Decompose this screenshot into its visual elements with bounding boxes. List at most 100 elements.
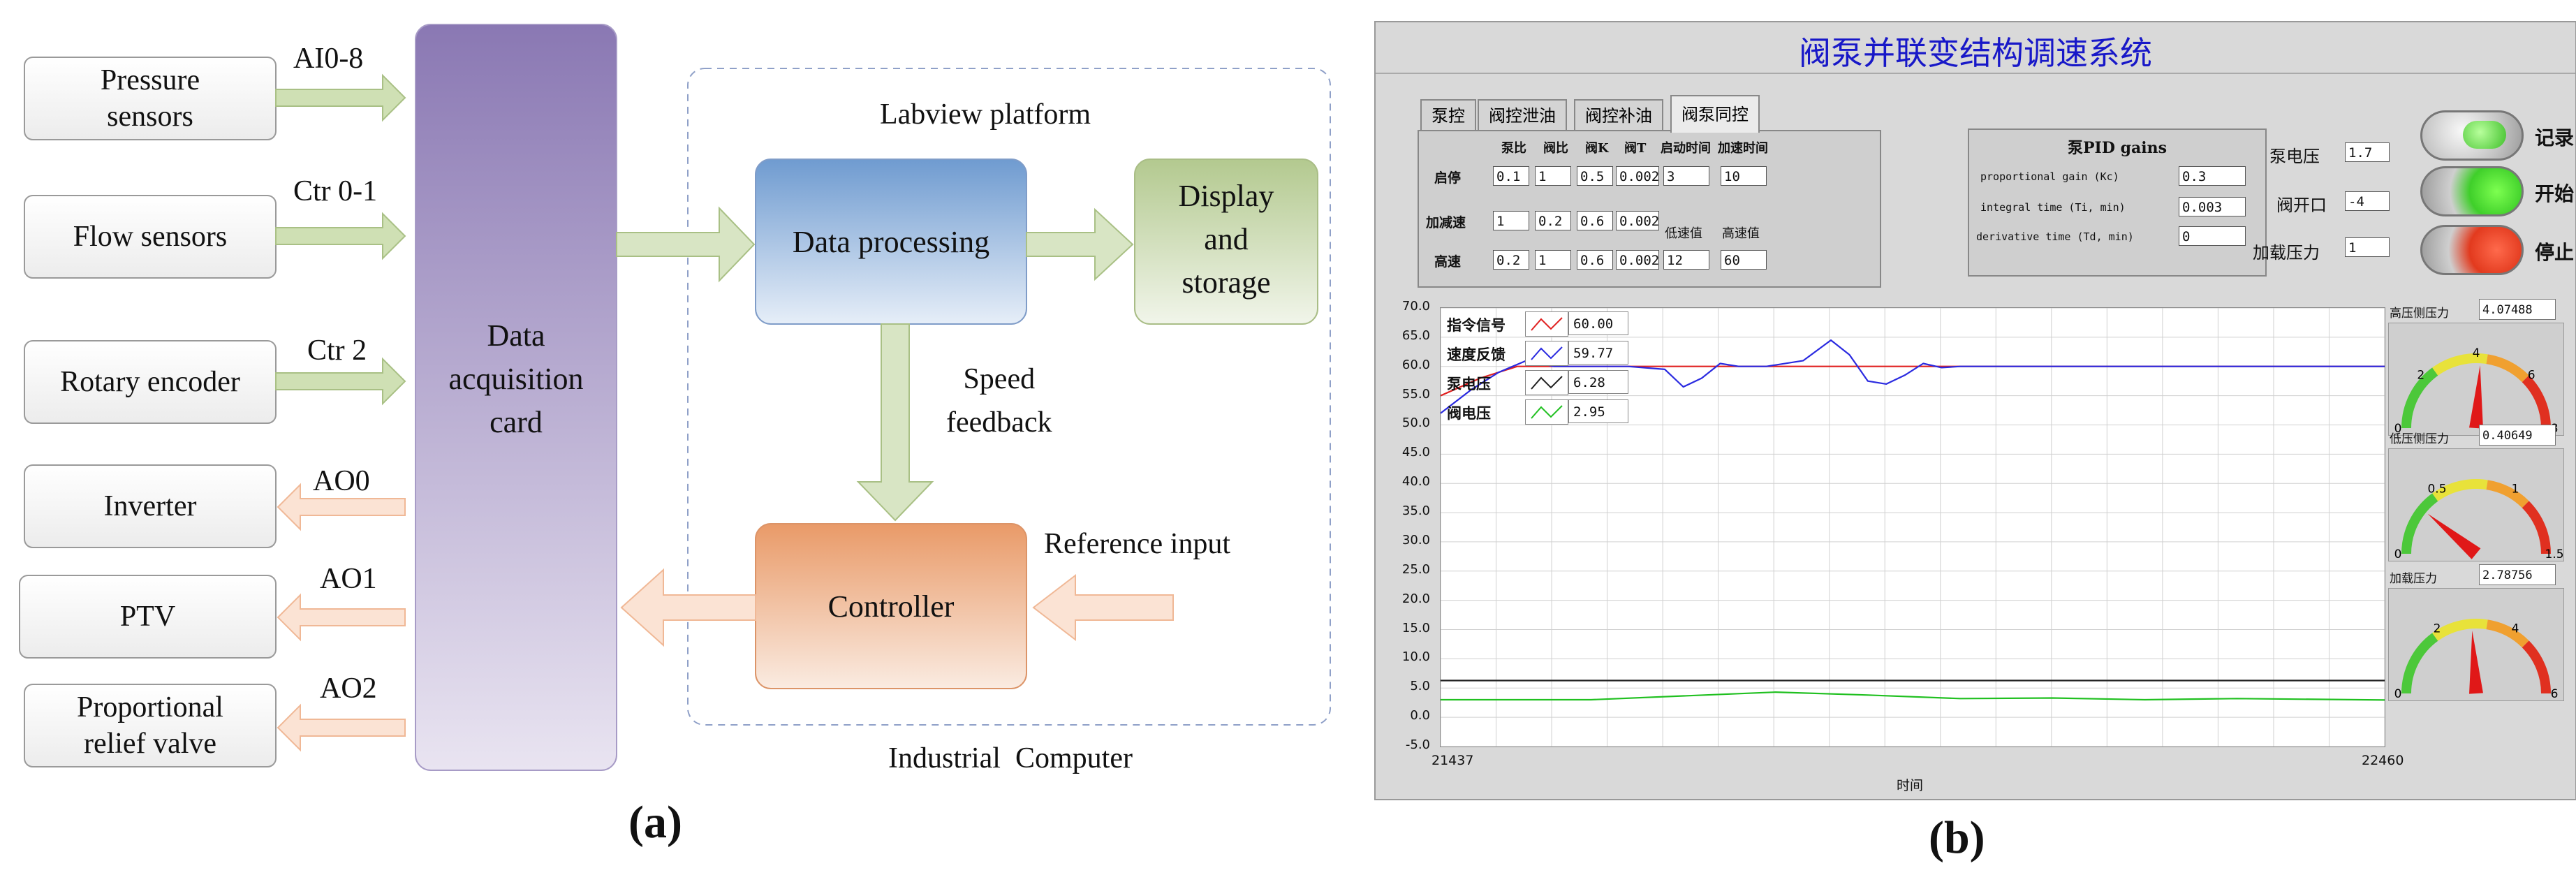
- y-tick-label: 20.0: [1401, 591, 1430, 606]
- table-header: 阀比: [1543, 141, 1568, 156]
- table-cell[interactable]: 0.002: [1616, 166, 1659, 186]
- gauge-arc: [2486, 480, 2529, 508]
- legend-line-icon: [1531, 346, 1563, 360]
- y-tick-label: 55.0: [1401, 386, 1430, 402]
- gauge-needle: [2469, 631, 2483, 694]
- table-cell[interactable]: 60: [1721, 250, 1767, 270]
- pump-voltage-field[interactable]: 1.7: [2345, 142, 2390, 162]
- gauge-arc: [2401, 633, 2438, 694]
- gauge-arc: [2522, 501, 2551, 554]
- y-tick-label: 65.0: [1401, 328, 1430, 343]
- ptv-box: [19, 575, 277, 659]
- tab-valve-fill[interactable]: 阀控补油: [1574, 99, 1663, 131]
- gauge-arc: [2522, 640, 2551, 694]
- ptv-label: PTV: [119, 601, 176, 633]
- pid-field-td[interactable]: 0: [2179, 226, 2246, 246]
- signal-ctr2: Ctr 2: [307, 335, 367, 367]
- legend-swatch: [1525, 399, 1568, 425]
- gauge-arc: [2432, 619, 2488, 641]
- table-cell[interactable]: 10: [1721, 166, 1767, 186]
- proportional-relief-valve-box: [24, 684, 277, 767]
- gauge-tick-label: 0: [2394, 547, 2402, 561]
- table-cell[interactable]: 0.2: [1535, 211, 1571, 230]
- display-storage-box: [1134, 159, 1318, 325]
- gauge-arc: [2486, 619, 2529, 648]
- y-tick-label: 0.0: [1410, 708, 1430, 723]
- y-tick-label: 60.0: [1401, 357, 1430, 372]
- valve-opening-field[interactable]: -4: [2345, 191, 2390, 211]
- processing-to-display-arrow: [1026, 207, 1134, 281]
- actuator-arrows: [277, 483, 406, 752]
- gauge-needle: [2469, 365, 2483, 429]
- signal-ai0-8: AI0-8: [293, 43, 364, 75]
- gauge-tick-label: 6: [2528, 369, 2535, 383]
- table-cell[interactable]: 0.2: [1493, 250, 1529, 270]
- pid-label-td: derivative time (Td, min): [1976, 230, 2134, 243]
- table-header: 阀K: [1585, 141, 1609, 156]
- gauge-value: 2.78756: [2479, 564, 2556, 585]
- daq-to-processing-arrow: [616, 206, 756, 283]
- table-cell[interactable]: 1: [1493, 211, 1529, 230]
- gauge-tick-label: 0.5: [2427, 482, 2446, 496]
- table-cell[interactable]: 0.6: [1577, 211, 1613, 230]
- tab-valve-pump-control[interactable]: 阀泵同控: [1670, 95, 1760, 133]
- legend-swatch: [1525, 370, 1568, 395]
- signal-ctr0-1: Ctr 0-1: [293, 175, 378, 207]
- daq-card-label: Data acquisition card: [448, 318, 584, 439]
- legend-line-icon: [1531, 405, 1563, 419]
- gauge-arc: [2401, 367, 2438, 429]
- record-label: 记录: [2535, 126, 2575, 149]
- table-header: 加速时间: [1718, 141, 1768, 156]
- table-cell[interactable]: 1: [1535, 250, 1571, 270]
- gauge-arc: [2486, 354, 2529, 383]
- gauge-arc: [2522, 375, 2551, 429]
- y-tick-label: 10.0: [1401, 649, 1430, 665]
- y-tick-label: 45.0: [1401, 445, 1430, 460]
- table-cell[interactable]: 3: [1663, 166, 1709, 186]
- table-row-label: 启停: [1434, 170, 1462, 186]
- gauge-title: 高压侧压力: [2390, 307, 2449, 321]
- tab-pump-control[interactable]: 泵控: [1420, 99, 1476, 131]
- table-cell[interactable]: 12: [1663, 250, 1709, 270]
- waveform-plot: [1440, 307, 2385, 747]
- legend-name: 速度反馈: [1447, 346, 1506, 363]
- reference-input-arrow: [1032, 573, 1174, 642]
- table-cell[interactable]: 0.1: [1493, 166, 1529, 186]
- table-cell[interactable]: 0.5: [1577, 166, 1613, 186]
- signal-ao1: AO1: [320, 563, 377, 595]
- pid-field-kc[interactable]: 0.3: [2179, 166, 2246, 186]
- legend-line-icon: [1531, 317, 1563, 331]
- table-cell[interactable]: 0.002: [1616, 250, 1659, 270]
- signal-ao0: AO0: [313, 465, 370, 497]
- y-tick-label: 70.0: [1401, 299, 1430, 314]
- pid-title: 泵PID gains: [2068, 139, 2167, 157]
- table-header: 泵比: [1501, 141, 1526, 156]
- pressure-sensors-label: Pressure sensors: [100, 64, 200, 133]
- gauge-value: 4.07488: [2479, 299, 2556, 320]
- load-pressure-label: 加载压力: [2253, 243, 2320, 263]
- industrial-computer-label: Industrial Computer: [888, 742, 1133, 774]
- gauge-tick-label: 2: [2417, 369, 2424, 383]
- table-header: 启动时间: [1661, 141, 1711, 156]
- gauge-value: 0.40649: [2479, 425, 2556, 446]
- y-tick-label: 5.0: [1410, 679, 1430, 694]
- table-cell[interactable]: 0.6: [1577, 250, 1613, 270]
- tab-valve-drain[interactable]: 阀控泄油: [1478, 99, 1567, 131]
- start-button[interactable]: [2420, 166, 2524, 216]
- table-cell[interactable]: 1: [1535, 166, 1571, 186]
- pid-field-ti[interactable]: 0.003: [2179, 197, 2246, 216]
- industrial-computer-frame: [687, 68, 1331, 726]
- header-divider: [1376, 73, 2575, 74]
- table-cell[interactable]: 0.002: [1616, 211, 1659, 230]
- record-button[interactable]: [2420, 110, 2524, 161]
- stop-button[interactable]: [2420, 225, 2524, 275]
- data-processing-label: Data processing: [792, 224, 990, 259]
- y-tick-label: 35.0: [1401, 504, 1430, 519]
- table-header: 阀T: [1624, 141, 1647, 156]
- load-pressure-field[interactable]: 1: [2345, 237, 2390, 257]
- series-line: [1440, 339, 2385, 414]
- gauge-tick-label: 4: [2473, 346, 2480, 360]
- start-label: 开始: [2535, 182, 2575, 205]
